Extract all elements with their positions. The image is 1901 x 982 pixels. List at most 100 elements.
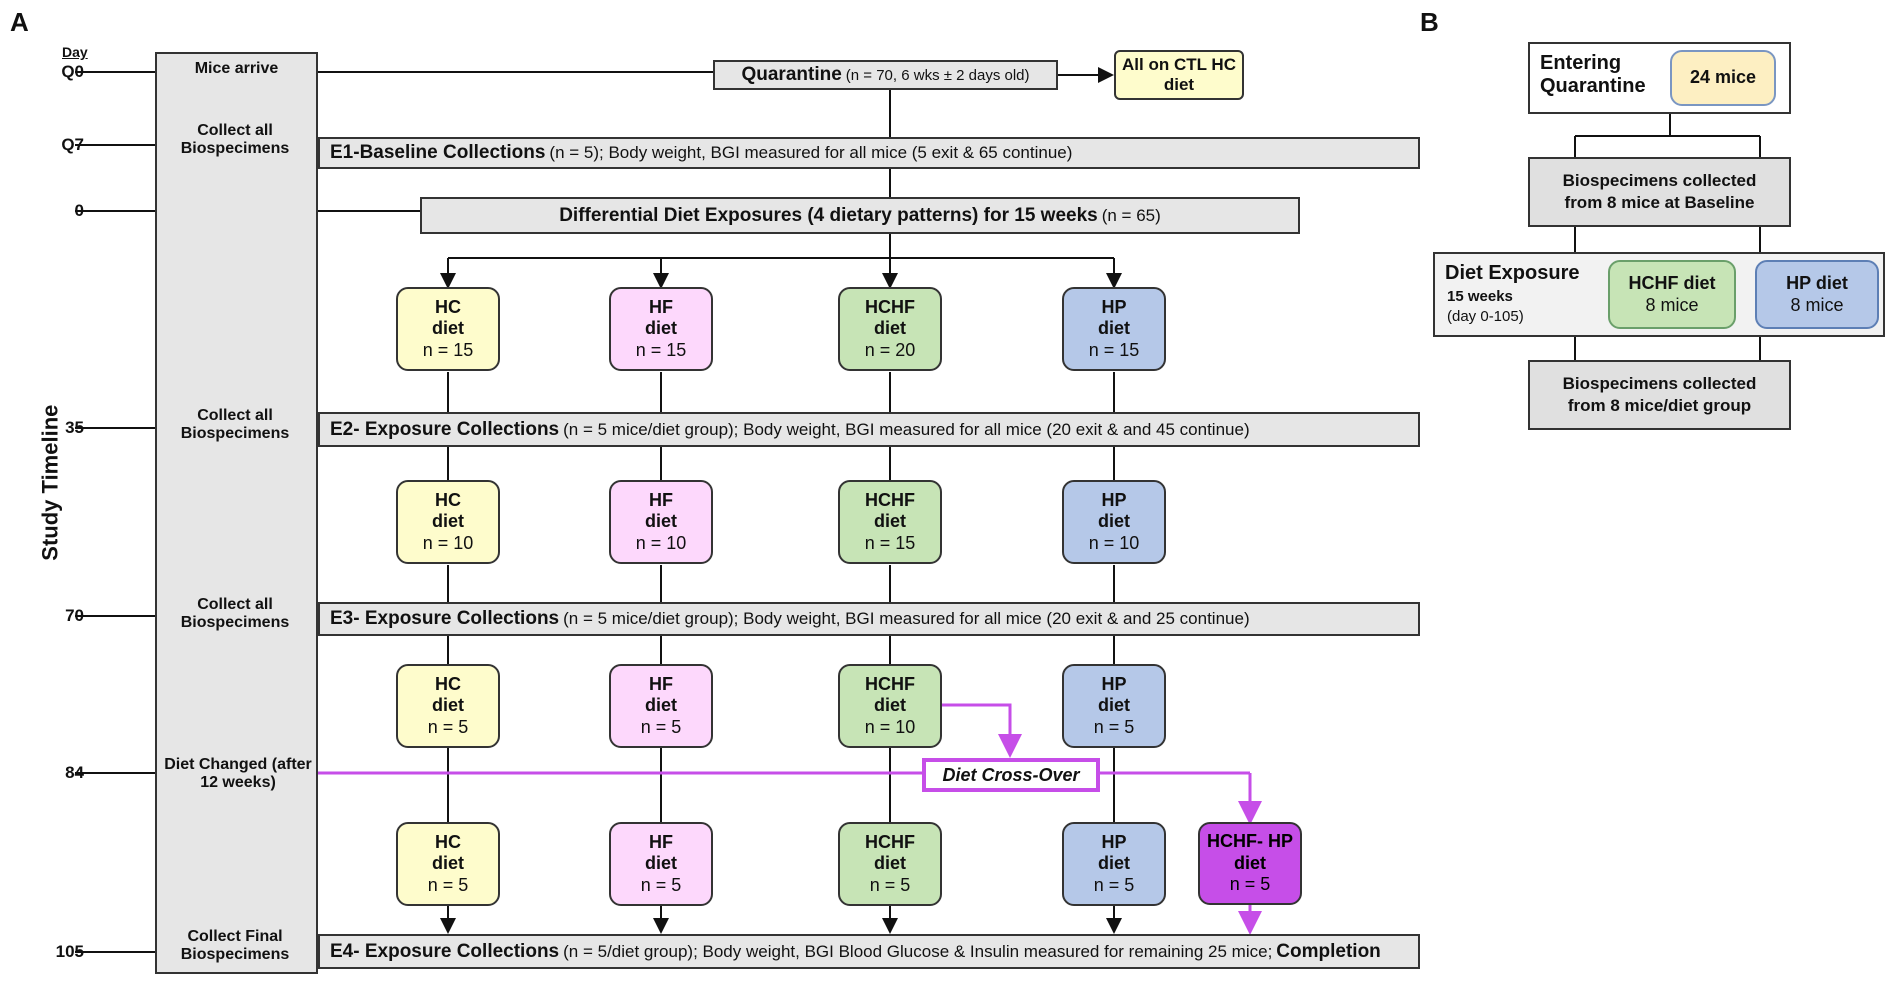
diet-word: diet — [1097, 695, 1130, 716]
diet-word: diet — [431, 853, 464, 874]
diet-name: HC — [435, 296, 461, 317]
diet-name: HP — [1101, 296, 1127, 317]
diet-word: diet — [644, 511, 677, 532]
e4-title: E4- Exposure Collections — [330, 940, 560, 962]
e4-completion: Completion — [1276, 940, 1381, 962]
diet-word: diet — [644, 853, 677, 874]
diet-name: HCHF — [865, 296, 915, 317]
diff-diet-title: Differential Diet Exposures (4 dietary p… — [559, 204, 1098, 226]
e3-detail: (n = 5 mice/diet group); Body weight, BG… — [563, 609, 1250, 628]
diet-name: HCHF — [865, 489, 915, 510]
b-days: (day 0-105) — [1447, 308, 1524, 325]
diet-count: n = 15 — [635, 339, 687, 360]
tick-105: 105 — [55, 942, 84, 961]
e1-bar: E1-Baseline Collections (n = 5); Body we… — [318, 137, 1420, 169]
diff-diet-detail: (n = 65) — [1101, 205, 1161, 225]
quarantine-box: Quarantine (n = 70, 6 wks ± 2 days old) — [713, 60, 1058, 90]
timeline-axis-label: Study Timeline — [37, 404, 63, 561]
b-entering-label: Entering Quarantine — [1540, 52, 1646, 97]
diet-name: HP — [1101, 673, 1127, 694]
quarantine-detail: (n = 70, 6 wks ± 2 days old) — [845, 66, 1030, 84]
tick-0: 0 — [74, 201, 84, 220]
day-header: Day — [62, 44, 88, 60]
e4-bar: E4- Exposure Collections (n = 5/diet gro… — [318, 934, 1420, 969]
diet-word: diet — [1097, 511, 1130, 532]
diet-count: n = 5 — [427, 716, 469, 737]
diet-word: diet — [873, 318, 906, 339]
diet-name: HF — [649, 489, 673, 510]
panel-label-b: B — [1420, 7, 1439, 37]
b-24-mice-box: 24 mice — [1670, 50, 1776, 106]
tick-84: 84 — [65, 763, 84, 782]
b-baseline-text: Biospecimens collected from 8 mice at Ba… — [1562, 170, 1757, 212]
diet-word: diet — [1097, 853, 1130, 874]
diet-word: diet — [644, 318, 677, 339]
all-ctl-text: All on CTL HC diet — [1122, 54, 1236, 94]
b-entering-box: Entering Quarantine 24 mice — [1528, 42, 1791, 114]
diet-count: n = 15 — [1088, 339, 1140, 360]
diet-name: HCHF — [865, 831, 915, 852]
diet-count: n = 15 — [864, 532, 916, 553]
diet-count: n = 10 — [864, 716, 916, 737]
e3-bar: E3- Exposure Collections (n = 5 mice/die… — [318, 602, 1420, 636]
event-collect-final: Collect Final Biospecimens — [180, 928, 290, 964]
diet-word: diet — [431, 695, 464, 716]
b-diet-exposure-title: Diet Exposure — [1445, 262, 1580, 284]
b-diet-exposure-box: Diet Exposure 15 weeks (day 0-105) HCHF … — [1433, 252, 1885, 337]
diet-word: diet — [873, 853, 906, 874]
event-collect-70: Collect all Biospecimens — [180, 596, 290, 632]
e3-title: E3- Exposure Collections — [330, 608, 560, 629]
diet-count: n = 5 — [1093, 874, 1135, 895]
diet-word: diet — [644, 695, 677, 716]
b-hchf-name: HCHF diet — [1628, 272, 1716, 293]
crossover-box: Diet Cross-Over — [922, 758, 1100, 792]
diet-word: diet — [873, 695, 906, 716]
b-24-mice: 24 mice — [1689, 67, 1757, 88]
b-hp-n: 8 mice — [1790, 294, 1844, 315]
b-hp-name: HP diet — [1786, 272, 1848, 293]
diet-word: diet — [431, 511, 464, 532]
quarantine-title: Quarantine — [741, 64, 842, 85]
diet-count: n = 5 — [869, 874, 911, 895]
e2-bar: E2- Exposure Collections (n = 5 mice/die… — [318, 412, 1420, 447]
diet-name: HC — [435, 489, 461, 510]
b-hchf-box: HCHF diet 8 mice — [1608, 260, 1736, 329]
e2-title: E2- Exposure Collections — [330, 418, 560, 440]
diet-name: HC — [435, 673, 461, 694]
diet-count: n = 5 — [427, 874, 469, 895]
event-collect-q7: Collect all Biospecimens — [180, 122, 290, 158]
diet-name: HF — [649, 296, 673, 317]
e4-detail: (n = 5/diet group); Body weight, BGI Blo… — [563, 941, 1273, 961]
b-final-box: Biospecimens collected from 8 mice/diet … — [1528, 360, 1791, 430]
panel-label-a: A — [10, 7, 29, 37]
crossover-label: Diet Cross-Over — [942, 764, 1080, 785]
e1-title: E1-Baseline Collections — [330, 142, 546, 163]
diet-count: n = 15 — [422, 339, 474, 360]
diet-count: n = 5 — [1093, 716, 1135, 737]
diet-count: n = 5 — [640, 874, 682, 895]
tick-q7: Q7 — [61, 135, 84, 154]
diet-word: diet — [873, 511, 906, 532]
tick-70: 70 — [65, 606, 84, 625]
diet-count: n = 10 — [1088, 532, 1140, 553]
b-hp-box: HP diet 8 mice — [1755, 260, 1879, 329]
crossover-group-box: HCHF- HP diet n = 5 — [1198, 822, 1302, 905]
crossover-group-name: HCHF- HP diet — [1207, 831, 1293, 873]
diet-name: HP — [1101, 489, 1127, 510]
diet-word: diet — [1097, 318, 1130, 339]
diet-name: HF — [649, 831, 673, 852]
diet-name: HP — [1101, 831, 1127, 852]
event-collect-35: Collect all Biospecimens — [180, 407, 290, 443]
crossover-group-n: n = 5 — [1229, 874, 1271, 895]
e1-detail: (n = 5); Body weight, BGI measured for a… — [549, 143, 1073, 162]
